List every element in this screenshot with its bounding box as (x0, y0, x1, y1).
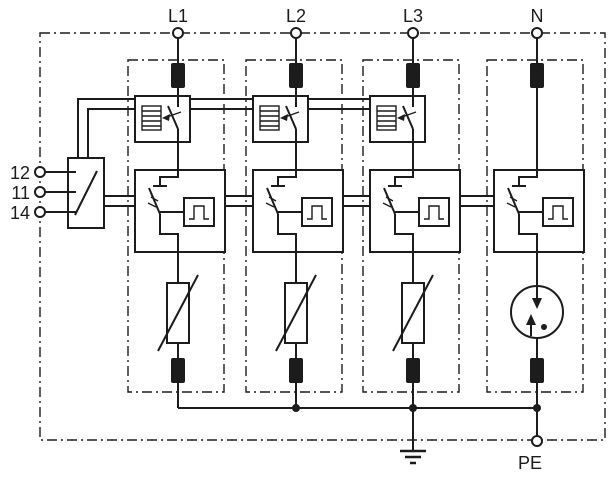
changeover-switch-icon (68, 170, 98, 216)
branch-n (486, 27, 585, 409)
terminal-circle-14 (34, 206, 46, 218)
branch-l3 (362, 27, 461, 409)
pe-terminal (531, 408, 543, 447)
terminal-circle-11 (34, 186, 46, 198)
enclosure-border (39, 32, 606, 441)
terminal-label-n: N (531, 6, 544, 26)
terminal-label-l3: L3 (403, 6, 423, 26)
ground-bars (400, 449, 426, 465)
contact-label-14: 14 (10, 203, 30, 223)
junction-dot (409, 404, 417, 412)
junction-dot (292, 404, 300, 412)
terminal-circle-12 (34, 166, 46, 178)
branch-l1 (127, 27, 226, 409)
earth-ground-icon (400, 408, 426, 465)
wire (45, 171, 68, 213)
terminal-label-l1: L1 (168, 6, 188, 26)
contact-label-12: 12 (10, 163, 30, 183)
branch-l2 (245, 27, 344, 409)
terminal-label-pe: PE (518, 453, 542, 473)
remote-signalling-contact (34, 157, 105, 229)
junction-dot (533, 404, 541, 412)
terminal-label-l2: L2 (286, 6, 306, 26)
contact-label-11: 11 (11, 183, 30, 203)
pe-terminal-circle (531, 435, 543, 447)
